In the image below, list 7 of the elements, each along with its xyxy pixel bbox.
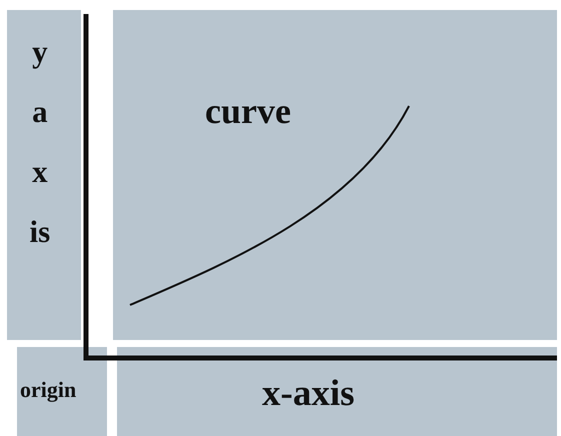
panel-label: curve <box>205 90 291 132</box>
panel <box>117 347 557 436</box>
panel-label: x-axis <box>262 372 354 415</box>
panel <box>17 347 107 436</box>
panel-label: origin <box>20 377 76 403</box>
panel-label: y axis <box>29 33 51 251</box>
panel <box>7 10 81 340</box>
